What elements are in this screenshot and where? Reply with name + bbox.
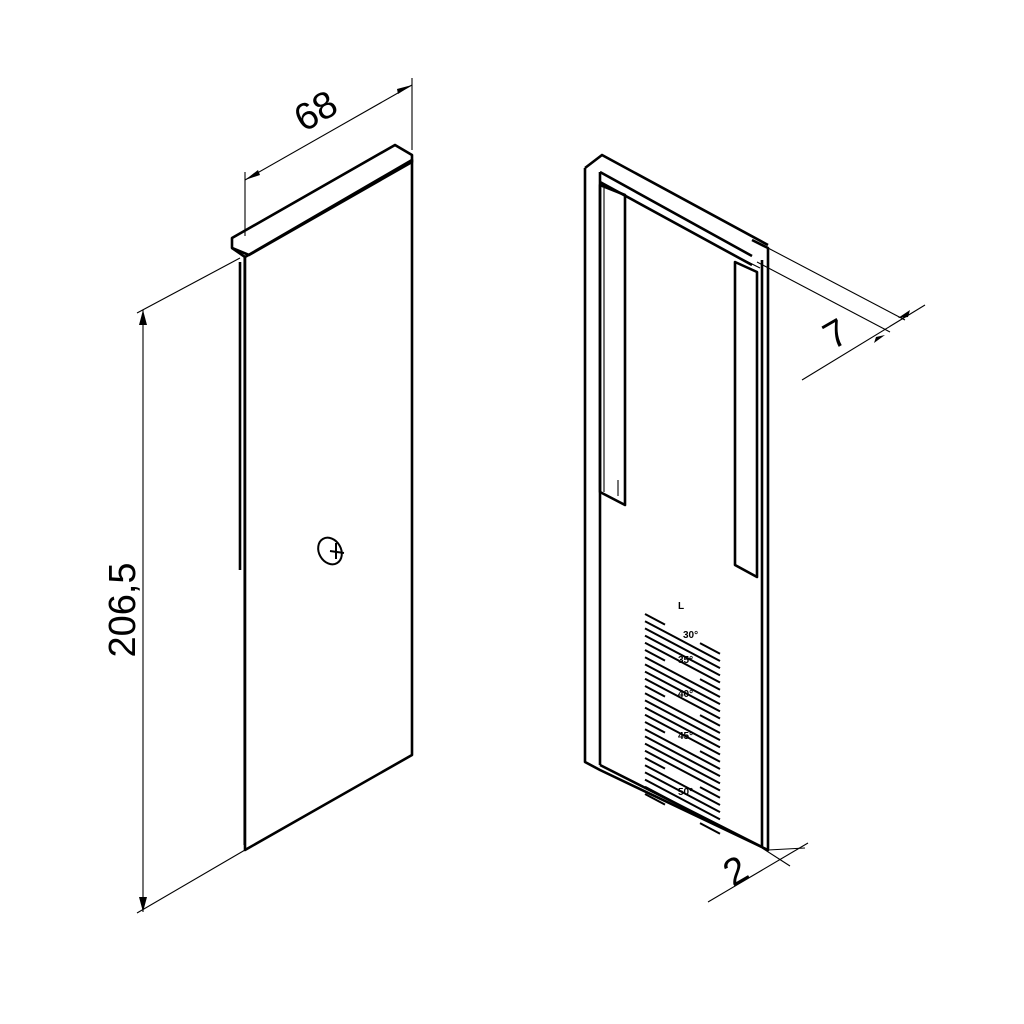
scale-tick bbox=[644, 764, 721, 806]
scale-tick bbox=[644, 699, 721, 742]
scale-tick bbox=[644, 778, 721, 821]
angle-scale: L 30° 35° 40° 45° 50° bbox=[644, 601, 721, 835]
scale-tick bbox=[644, 663, 721, 706]
scale-tick bbox=[644, 627, 721, 670]
scale-tick bbox=[644, 670, 721, 713]
scale-tick bbox=[699, 786, 721, 799]
scale-tick bbox=[644, 656, 721, 698]
dimension-height: 206,5 bbox=[102, 257, 246, 914]
angle-label-30: 30° bbox=[683, 630, 698, 641]
scale-tick bbox=[644, 677, 721, 720]
scale-tick bbox=[644, 613, 666, 626]
height-label: 206,5 bbox=[102, 562, 144, 657]
scale-tick bbox=[644, 771, 721, 814]
scale-header: L bbox=[678, 601, 684, 612]
angle-label-50: 50° bbox=[678, 787, 693, 798]
scale-tick bbox=[699, 822, 721, 835]
dimension-width: 68 bbox=[244, 78, 413, 236]
front-panel bbox=[243, 158, 414, 852]
scale-tick bbox=[644, 634, 721, 677]
scale-tick bbox=[699, 714, 721, 727]
width-label: 68 bbox=[287, 83, 345, 141]
outer-outline bbox=[583, 168, 770, 852]
top-flange bbox=[230, 143, 414, 257]
scale-tick bbox=[644, 749, 721, 792]
thickness-label: 2 bbox=[716, 848, 755, 895]
left-strip bbox=[598, 183, 627, 507]
scale-tick bbox=[644, 685, 666, 698]
scale-tick bbox=[644, 728, 721, 770]
scale-tick bbox=[644, 793, 666, 806]
dimension-lip: 7 bbox=[756, 247, 926, 381]
angle-label-40: 40° bbox=[678, 689, 693, 700]
scale-tick bbox=[644, 641, 721, 684]
scale-tick bbox=[644, 706, 721, 749]
scale-tick bbox=[644, 785, 721, 828]
screw-icon bbox=[317, 536, 345, 566]
scale-tick bbox=[644, 757, 666, 770]
end-cap-front bbox=[230, 143, 414, 852]
scale-tick bbox=[644, 692, 721, 734]
scale-tick bbox=[644, 735, 721, 778]
scale-tick bbox=[644, 742, 721, 785]
scale-tick bbox=[644, 649, 666, 662]
scale-tick bbox=[699, 750, 721, 763]
right-strip bbox=[733, 260, 759, 579]
dimension-thickness: 2 bbox=[707, 842, 809, 903]
angle-label-45: 45° bbox=[678, 731, 693, 742]
angle-label-35: 35° bbox=[678, 655, 693, 666]
scale-tick bbox=[644, 721, 666, 734]
scale-tick bbox=[644, 713, 721, 756]
scale-tick bbox=[699, 642, 721, 655]
scale-tick bbox=[644, 620, 721, 662]
scale-tick bbox=[699, 678, 721, 691]
